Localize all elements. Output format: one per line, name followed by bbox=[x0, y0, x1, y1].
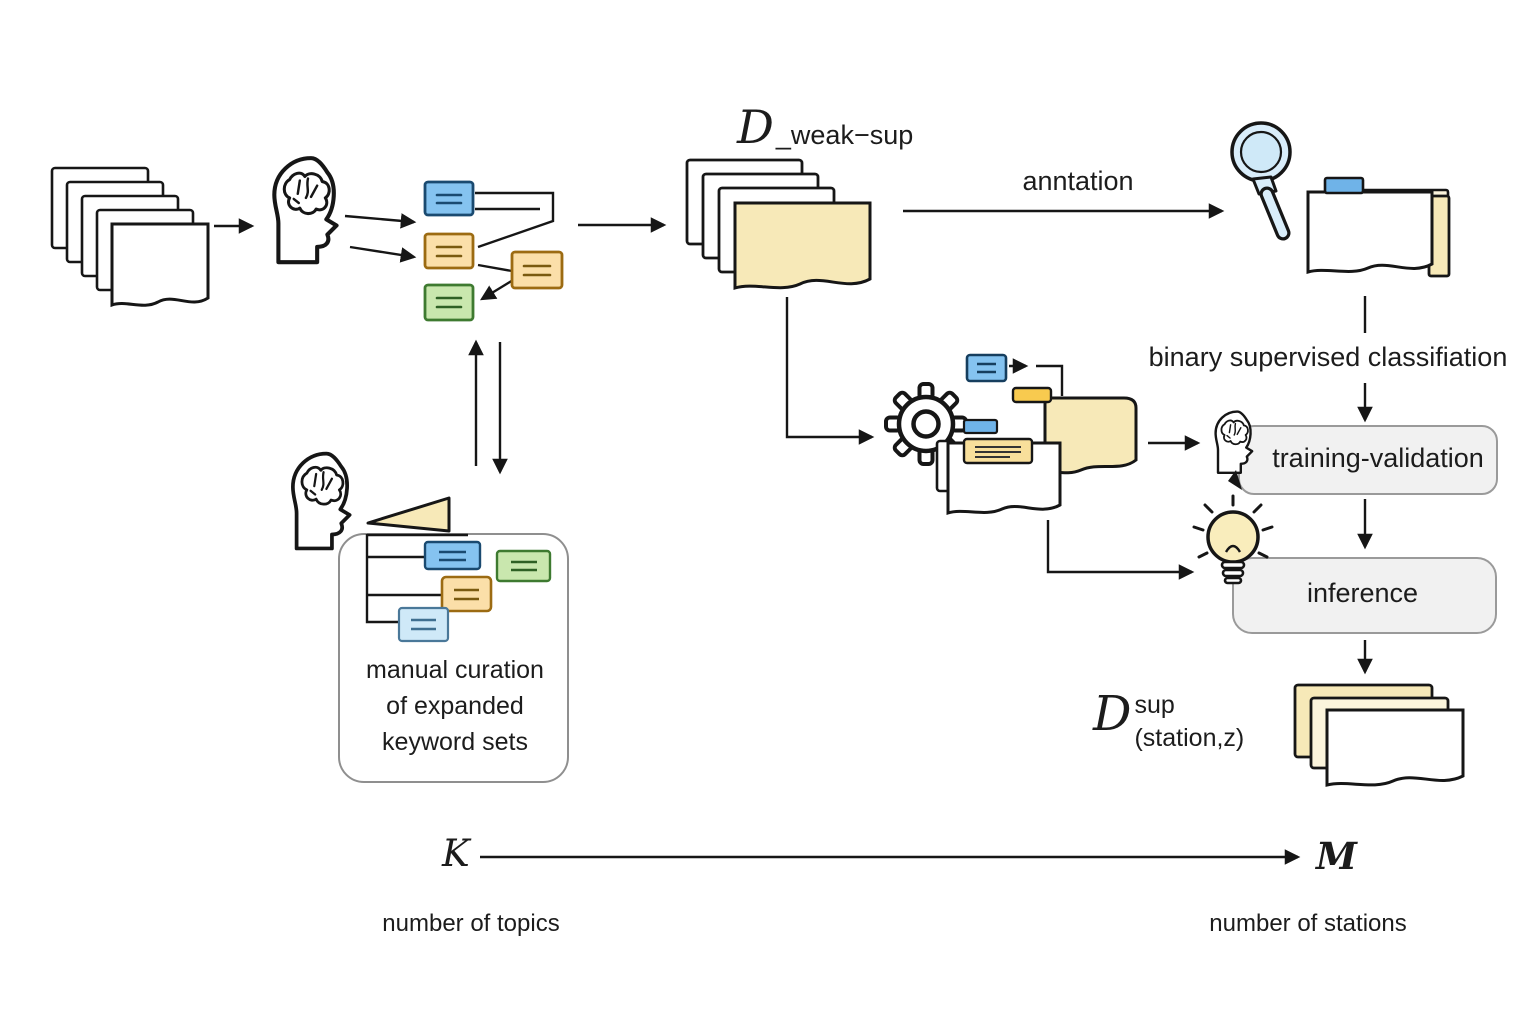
curation-box-orange bbox=[440, 575, 493, 613]
curation-caption-line3: keyword sets bbox=[382, 728, 528, 756]
connector-orange-to-orange bbox=[477, 263, 513, 273]
dataset-weak-subscript: _weak−sup bbox=[775, 120, 914, 150]
dataset-weak-label: D _weak−sup bbox=[737, 104, 913, 151]
training-validation-label: training-validation bbox=[1272, 442, 1484, 473]
blue-tab bbox=[962, 418, 999, 435]
connector-keyword-elbow bbox=[1036, 364, 1064, 396]
curation-caption: manual curation of expanded keyword sets bbox=[366, 652, 544, 760]
keyword-box-blue bbox=[423, 180, 475, 217]
annotated-folder-icon bbox=[1306, 176, 1451, 278]
dataset-sup-subscript: (station,z) bbox=[1134, 723, 1245, 752]
gold-tab bbox=[1011, 386, 1053, 404]
axis-m-label: M bbox=[1316, 834, 1357, 878]
annotation-arrow-label: anntation bbox=[1022, 166, 1134, 196]
arrow-gear-to-inference bbox=[1046, 520, 1195, 580]
arrow-brain-to-keyword-2 bbox=[349, 245, 417, 263]
megaphone-icon bbox=[366, 496, 451, 533]
arrows bbox=[214, 191, 1373, 865]
dataset-sup-symbol: D bbox=[1093, 686, 1132, 742]
axis-k-caption: number of topics bbox=[382, 910, 560, 937]
weaksup-document-stack bbox=[685, 158, 872, 291]
inference-box bbox=[1232, 557, 1497, 634]
training-head-icon bbox=[1214, 410, 1254, 490]
arrow-brain-to-keyword-1 bbox=[344, 213, 417, 229]
keyword-box-green bbox=[423, 283, 475, 322]
magnifier-icon bbox=[1230, 121, 1292, 241]
sup-document-stack bbox=[1293, 683, 1465, 787]
axis-k-label: K bbox=[442, 832, 470, 875]
gear-icon bbox=[884, 382, 968, 466]
keyword-box-blue-gear bbox=[965, 353, 1008, 383]
curation-box-lightblue bbox=[397, 606, 450, 643]
keyword-box-orange-2 bbox=[510, 250, 564, 290]
gear-cluster bbox=[884, 353, 1138, 516]
inference-label: inference bbox=[1306, 578, 1419, 608]
keyword-boxes-top bbox=[423, 180, 564, 322]
keyword-box-orange-1 bbox=[423, 232, 475, 270]
axis-m-caption: number of stations bbox=[1209, 910, 1407, 937]
dataset-sup-label: D sup (station,z) bbox=[1093, 690, 1244, 752]
training-validation-box bbox=[1238, 425, 1498, 495]
document-stack-input bbox=[50, 166, 210, 308]
binary-classification-label: binary supervised classifiation bbox=[1148, 342, 1508, 372]
connector-curation-spine bbox=[365, 534, 399, 624]
curation-caption-line1: manual curation bbox=[366, 656, 544, 684]
dataset-sup-superscript: sup bbox=[1134, 691, 1175, 719]
connector-keyword-bracket bbox=[475, 191, 555, 249]
lightbulb-icon bbox=[1192, 494, 1274, 585]
dataset-weak-symbol: D bbox=[737, 100, 774, 154]
curation-box-green bbox=[495, 549, 552, 583]
label-strip-box bbox=[962, 437, 1034, 465]
curation-box-blue bbox=[423, 540, 482, 571]
arrow-weaksup-to-gear bbox=[785, 297, 875, 445]
curation-caption-line2: of expanded bbox=[386, 692, 524, 720]
keyword-boxes-curation bbox=[397, 540, 552, 643]
